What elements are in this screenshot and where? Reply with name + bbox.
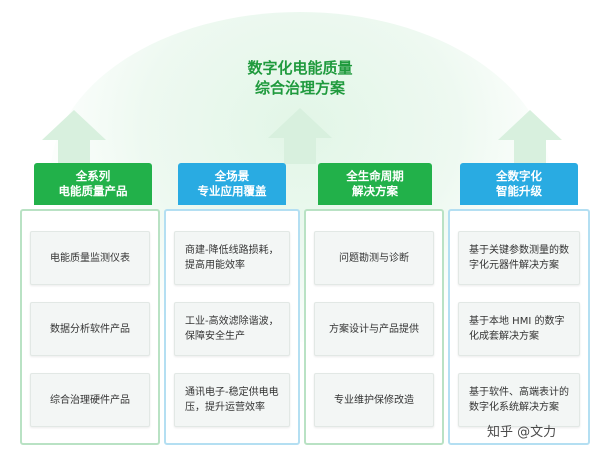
watermark: 知乎 @文力 [487, 425, 557, 440]
arrow-shaft-4 [514, 138, 546, 164]
column-1-item-1: 电能质量监测仪表 [30, 231, 150, 285]
column-3-item-1: 问题勘测与诊断 [314, 231, 434, 285]
column-3: 问题勘测与诊断 方案设计与产品提供 专业维护保修改造 [304, 209, 444, 445]
column-header-1: 全系列电能质量产品 [34, 163, 152, 205]
arrow-head-1 [42, 110, 106, 140]
column-1: 电能质量监测仪表 数据分析软件产品 综合治理硬件产品 [20, 209, 160, 445]
arrow-head-4 [498, 110, 562, 140]
column-1-item-3: 综合治理硬件产品 [30, 373, 150, 427]
column-header-3: 全生命周期解决方案 [318, 163, 432, 205]
column-3-item-2: 方案设计与产品提供 [314, 302, 434, 356]
diagram-title-line2: 综合治理方案 [254, 79, 345, 97]
center-arrow-head [268, 108, 332, 138]
arrow-shaft-1 [58, 138, 90, 164]
column-2-item-2: 工业-高效滤除谐波，保障安全生产 [174, 302, 290, 356]
diagram-title-line1: 数字化电能质量 [247, 59, 353, 77]
column-2-item-1: 商建-降低线路损耗，提高用能效率 [174, 231, 290, 285]
column-4-item-1: 基于关键参数测量的数字化元器件解决方案 [458, 231, 580, 285]
column-header-4: 全数字化智能升级 [460, 163, 578, 205]
column-2-item-3: 通讯电子-稳定供电电压，提升运营效率 [174, 373, 290, 427]
column-header-2: 全场景专业应用覆盖 [178, 163, 286, 205]
column-3-item-3: 专业维护保修改造 [314, 373, 434, 427]
column-4: 基于关键参数测量的数字化元器件解决方案 基于本地 HMI 的数字化成套解决方案 … [448, 209, 590, 445]
column-1-item-2: 数据分析软件产品 [30, 302, 150, 356]
column-4-item-3: 基于软件、高端表计的数字化系统解决方案 [458, 373, 580, 427]
center-arrow-shaft [284, 136, 316, 164]
column-2: 商建-降低线路损耗，提高用能效率 工业-高效滤除谐波，保障安全生产 通讯电子-稳… [164, 209, 300, 445]
column-4-item-2: 基于本地 HMI 的数字化成套解决方案 [458, 302, 580, 356]
